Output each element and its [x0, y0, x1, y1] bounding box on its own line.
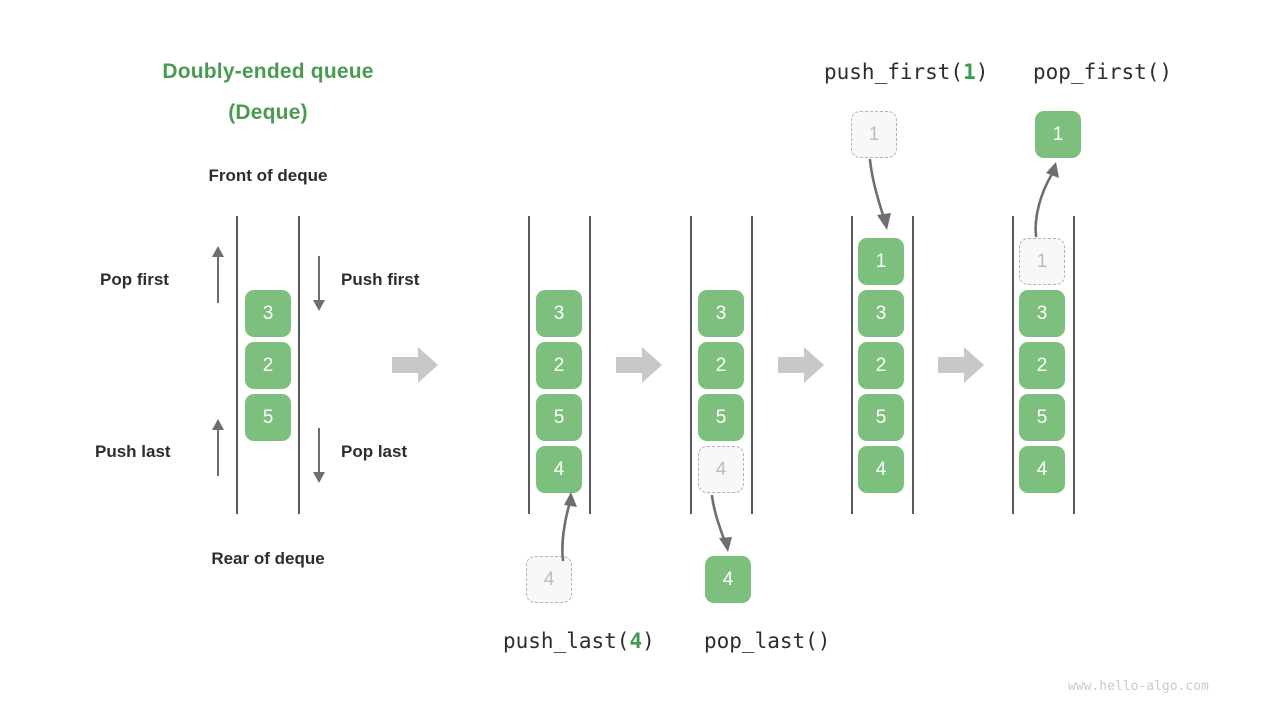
pop-last-arrow-shaft: [318, 428, 320, 472]
push-last-fn-name: push_last(: [503, 629, 630, 653]
push-first-operation-label: push_first(1): [824, 60, 988, 84]
transition-arrow-icon: [392, 345, 438, 385]
deque-rail-left-5: [1012, 216, 1014, 514]
deque-cell: 4: [858, 446, 904, 493]
push-last-arrow-shaft: [217, 430, 219, 476]
push-last-argument: 4: [629, 629, 643, 653]
push-first-arrow-shaft: [318, 256, 320, 300]
pop-first-operation-label: pop_first(): [1033, 60, 1173, 84]
deque-cell: 2: [858, 342, 904, 389]
deque-cell: 2: [1019, 342, 1065, 389]
deque-rail-right-5: [1073, 216, 1075, 514]
deque-cell: 5: [858, 394, 904, 441]
deque-cell: 5: [698, 394, 744, 441]
deque-cell: 3: [698, 290, 744, 337]
deque-cell: 5: [245, 394, 291, 441]
deque-rail-left-4: [851, 216, 853, 514]
push-last-label: Push last: [95, 442, 171, 461]
push-first-argument: 1: [963, 60, 976, 84]
push-last-arrow-head-icon: [211, 419, 224, 430]
rear-of-deque-label: Rear of deque: [211, 549, 325, 568]
push-first-flow-arrow-icon: [855, 158, 911, 238]
pop-last-vacated-box: 4: [698, 446, 744, 493]
push-last-operation-label: push_last(4): [503, 629, 655, 653]
deque-cell: 3: [536, 290, 582, 337]
deque-cell: 5: [1019, 394, 1065, 441]
deque-rail-left-1: [236, 216, 238, 514]
push-last-flow-arrow-icon: [540, 486, 590, 564]
pop-first-arrow-head-icon: [211, 246, 224, 257]
deque-cell: 1: [858, 238, 904, 285]
pop-first-label: Pop first: [100, 270, 169, 289]
pop-last-result-box: 4: [705, 556, 751, 603]
push-last-source-box: 4: [526, 556, 572, 603]
push-first-fn-name: push_first(: [824, 60, 964, 84]
page-title-line2: (Deque): [228, 101, 308, 124]
deque-cell: 4: [536, 446, 582, 493]
deque-rail-right-2: [589, 216, 591, 514]
deque-cell: 3: [858, 290, 904, 337]
push-first-arrow-head-icon: [312, 300, 325, 311]
deque-cell: 3: [245, 290, 291, 337]
push-first-label: Push first: [341, 270, 420, 289]
deque-rail-left-3: [690, 216, 692, 514]
front-of-deque-label: Front of deque: [208, 166, 328, 185]
pop-first-arrow-shaft: [217, 257, 219, 303]
pop-last-arrow-head-icon: [312, 472, 325, 483]
transition-arrow-icon: [938, 345, 984, 385]
push-last-paren-close: ): [642, 629, 655, 653]
deque-rail-left-2: [528, 216, 530, 514]
deque-cell: 2: [245, 342, 291, 389]
pop-last-flow-arrow-icon: [700, 494, 750, 560]
deque-cell: 3: [1019, 290, 1065, 337]
transition-arrow-icon: [778, 345, 824, 385]
pop-last-label: Pop last: [341, 442, 408, 461]
pop-first-flow-arrow-icon: [1018, 156, 1078, 240]
page-title-line1: Doubly-ended queue: [162, 60, 374, 83]
deque-cell: 2: [698, 342, 744, 389]
watermark: www.hello-algo.com: [1068, 679, 1209, 694]
deque-cell: 2: [536, 342, 582, 389]
transition-arrow-icon: [616, 345, 662, 385]
pop-first-result-box: 1: [1035, 111, 1081, 158]
deque-cell: 5: [536, 394, 582, 441]
pop-first-vacated-box: 1: [1019, 238, 1065, 285]
deque-rail-right-1: [298, 216, 300, 514]
deque-rail-right-3: [751, 216, 753, 514]
push-first-source-box: 1: [851, 111, 897, 158]
push-first-paren-close: ): [975, 60, 989, 84]
deque-rail-right-4: [912, 216, 914, 514]
deque-cell: 4: [1019, 446, 1065, 493]
pop-last-operation-label: pop_last(): [704, 629, 831, 653]
